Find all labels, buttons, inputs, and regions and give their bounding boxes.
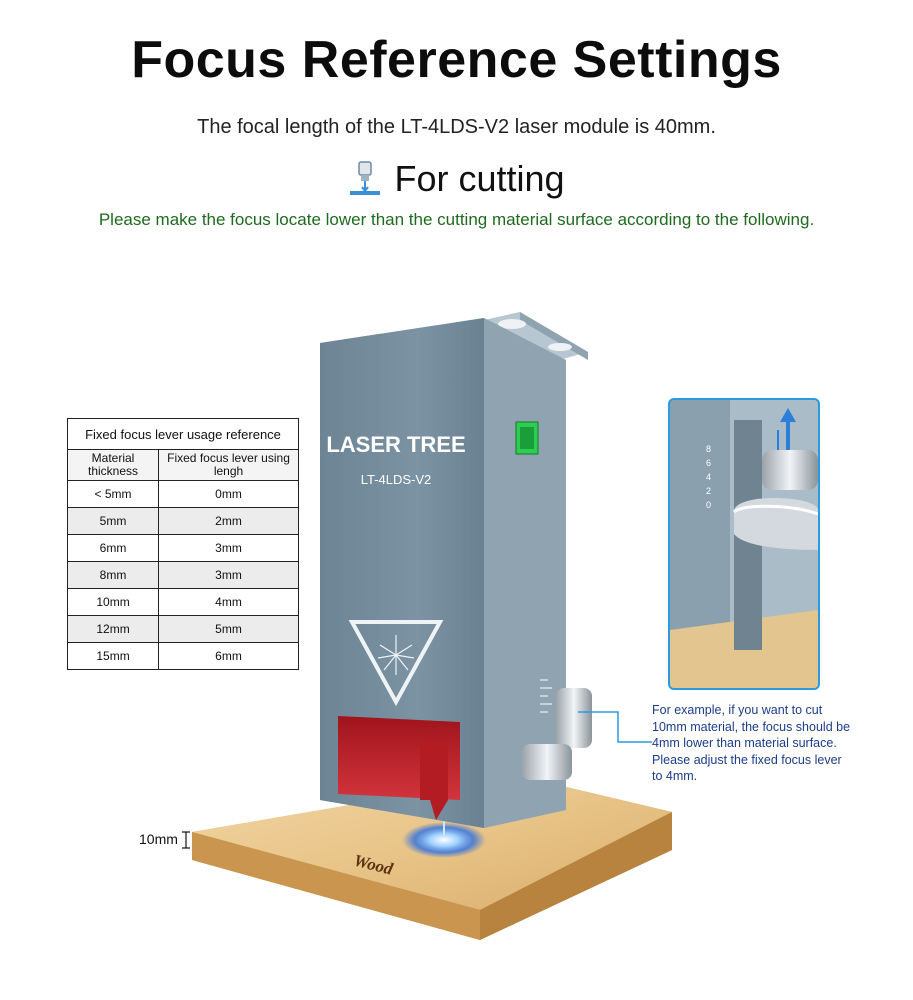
thickness-cell: 8mm xyxy=(66,561,160,589)
table-row: 15mm 6mm xyxy=(66,642,299,670)
laser-module-illustration: LASER TREE LT-4LDS-V2 Wood xyxy=(182,312,672,940)
thickness-cell: 12mm xyxy=(66,615,160,643)
page-subtitle: The focal length of the LT-4LDS-V2 laser… xyxy=(197,116,716,138)
lever-cell: 6mm xyxy=(158,642,299,670)
thickness-cell: 6mm xyxy=(66,534,160,562)
lever-cell: 3mm xyxy=(158,561,299,589)
example-note: For example, if you want to cut 10mm mat… xyxy=(652,703,851,783)
lever-cell: 3mm xyxy=(158,534,299,562)
lever-zoom-illustration: 8 6 4 2 0 xyxy=(670,400,818,688)
laser-module-body xyxy=(320,318,592,828)
scale-mark-8: 8 xyxy=(706,444,711,454)
column-header-thickness: Material thickness xyxy=(66,449,160,481)
scale-mark-0: 0 xyxy=(706,500,711,510)
lever-cell: 2mm xyxy=(158,507,299,535)
table-row: 10mm 4mm xyxy=(66,588,299,616)
lever-cell: 5mm xyxy=(158,615,299,643)
brand-text: LASER TREE xyxy=(326,432,465,457)
lever-reference-table: Fixed focus lever usage reference Materi… xyxy=(66,418,299,670)
table-row: 8mm 3mm xyxy=(66,561,299,589)
scale-mark-4: 4 xyxy=(706,472,711,482)
table-row: 12mm 5mm xyxy=(66,615,299,643)
cutting-instruction: Please make the focus locate lower than … xyxy=(98,210,815,229)
thickness-cell: 15mm xyxy=(66,642,160,670)
lever-cell: 4mm xyxy=(158,588,299,616)
table-caption: Fixed focus lever usage reference xyxy=(67,418,299,450)
thickness-cell: 5mm xyxy=(66,507,160,535)
laser-spot xyxy=(402,822,486,858)
table-row: 5mm 2mm xyxy=(66,507,299,535)
laser-head-icon xyxy=(350,161,381,195)
scale-mark-2: 2 xyxy=(706,486,711,496)
thickness-dimension xyxy=(182,831,190,849)
lever-zoom-inset: 8 6 4 2 0 xyxy=(668,398,820,690)
table-row: 6mm 3mm xyxy=(66,534,299,562)
lever-cell: 0mm xyxy=(158,480,299,508)
mounting-bracket xyxy=(484,312,588,362)
thickness-cell: 10mm xyxy=(66,588,160,616)
table-row: < 5mm 0mm xyxy=(66,480,299,508)
column-header-lever: Fixed focus lever using lengh xyxy=(158,449,299,481)
thickness-label: 10mm xyxy=(139,831,178,847)
section-title: For cutting xyxy=(394,158,565,199)
section-heading: For cutting xyxy=(0,158,913,200)
scale-mark-6: 6 xyxy=(706,458,711,468)
thickness-cell: < 5mm xyxy=(66,480,160,508)
page-title: Focus Reference Settings xyxy=(131,31,782,89)
model-text: LT-4LDS-V2 xyxy=(361,472,432,487)
callout-line xyxy=(578,711,652,743)
